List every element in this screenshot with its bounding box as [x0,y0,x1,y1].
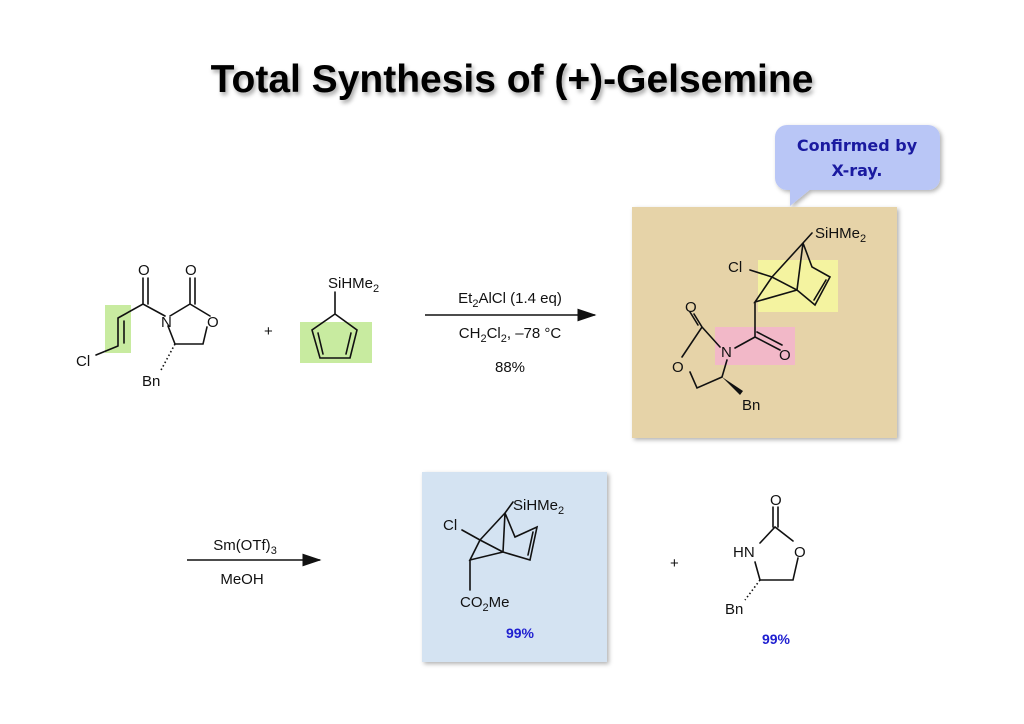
methyl-ester-product: SiHMe2 Cl CO2Me [443,497,564,614]
svg-text:O: O [685,299,697,316]
acryloyl-oxazolidinone: Cl O O N O Bn [76,262,219,390]
conditions-solvent: CH2Cl2, –78 °C [459,325,562,345]
tan-panel [632,207,897,438]
svg-text:N: N [161,314,172,331]
recovered-oxazolidinone: O HN O Bn [725,492,806,618]
plus-sign: + [264,323,273,340]
conditions-solvent-2: MeOH [220,571,263,588]
svg-text:O: O [185,262,197,279]
svg-text:Bn: Bn [742,397,760,414]
conditions-reagent: Et2AlCl (1.4 eq) [458,290,562,310]
svg-text:O: O [770,492,782,509]
callout-line2: X-ray. [832,161,883,180]
svg-text:HN: HN [733,544,755,561]
callout-bubble [775,125,940,206]
silyl-cyclopentadiene: SiHMe2 [311,275,379,359]
svg-text:SiHMe2: SiHMe2 [815,225,866,245]
svg-text:N: N [721,344,732,361]
diels-alder-adduct: SiHMe2 Cl O N O O Bn [672,225,866,414]
svg-text:O: O [207,314,219,331]
svg-text:CO2Me: CO2Me [460,594,509,614]
svg-text:Cl: Cl [76,353,90,370]
yield-ester: 99% [506,625,535,641]
svg-text:O: O [672,359,684,376]
page-title: Total Synthesis of (+)-Gelsemine [211,58,814,101]
svg-text:Cl: Cl [443,517,457,534]
callout-line1: Confirmed by [797,136,918,155]
conditions-reagent-2: Sm(OTf)3 [213,537,277,557]
svg-text:SiHMe2: SiHMe2 [513,497,564,517]
svg-text:Cl: Cl [728,259,742,276]
yield-step1: 88% [495,359,525,376]
svg-text:Bn: Bn [142,373,160,390]
yield-oxazolidinone: 99% [762,631,791,647]
svg-text:O: O [794,544,806,561]
svg-text:SiHMe2: SiHMe2 [328,275,379,295]
diene-highlight [300,322,372,363]
svg-text:O: O [779,347,791,364]
svg-text:O: O [138,262,150,279]
plus-sign-2: + [670,555,679,572]
blue-panel [422,472,607,662]
svg-text:Bn: Bn [725,601,743,618]
